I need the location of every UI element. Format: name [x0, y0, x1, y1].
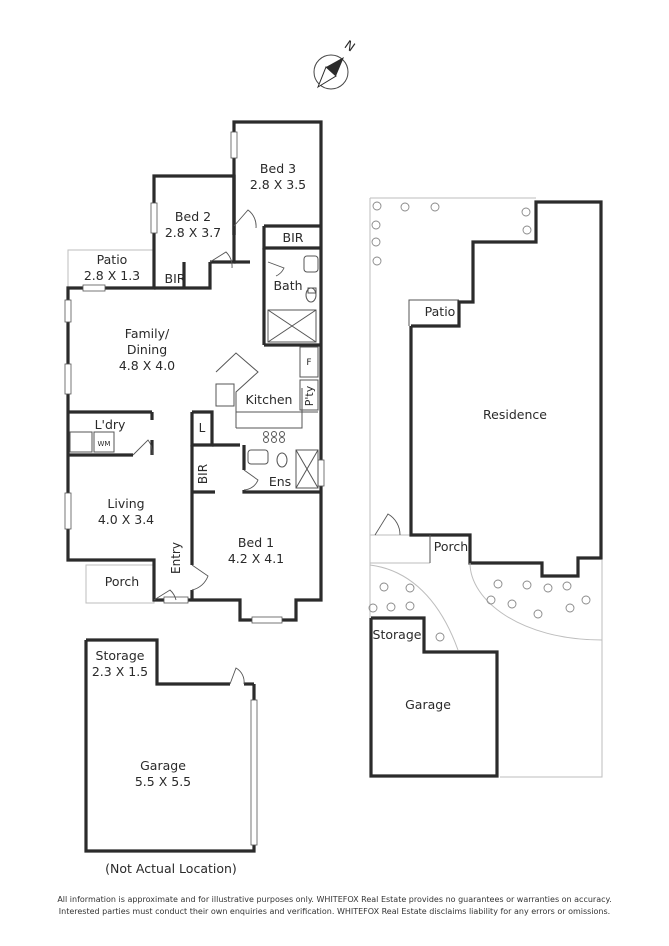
- family-name-2: Dining: [127, 342, 167, 357]
- compass-north-label: N: [342, 37, 358, 55]
- garage-size: 5.5 X 5.5: [135, 774, 191, 789]
- site-residence-label: Residence: [483, 407, 547, 422]
- porch-label: Porch: [105, 574, 139, 589]
- not-actual-location: (Not Actual Location): [105, 861, 237, 876]
- site-patio-label: Patio: [425, 304, 456, 319]
- left-room-labels: Bed 3 2.8 X 3.5 Bed 2 2.8 X 3.7 BIR BIR …: [84, 161, 316, 876]
- site-storage-label: Storage: [373, 627, 422, 642]
- bed3-name: Bed 3: [260, 161, 296, 176]
- storage-size: 2.3 X 1.5: [92, 664, 148, 679]
- pantry-label: P'ty: [303, 385, 316, 406]
- bed1-name: Bed 1: [238, 535, 274, 550]
- site-garage-label: Garage: [405, 697, 451, 712]
- kitchen-label: Kitchen: [246, 392, 293, 407]
- site-porch-label: Porch: [434, 539, 468, 554]
- family-size: 4.8 X 4.0: [119, 358, 175, 373]
- site-plan: [368, 197, 603, 778]
- patio-size: 2.8 X 1.3: [84, 268, 140, 283]
- bir-bed2: BIR: [165, 271, 186, 286]
- disclaimer: All information is approximate and for i…: [0, 894, 669, 918]
- laundry-label: L'dry: [95, 417, 126, 432]
- family-name-1: Family/: [125, 326, 170, 341]
- bir-bed1: BIR: [196, 464, 210, 484]
- bed2-name: Bed 2: [175, 209, 211, 224]
- wm-label: WM: [98, 440, 111, 448]
- fridge-label: F: [306, 358, 311, 368]
- entry-label: Entry: [169, 542, 183, 574]
- disclaimer-line-1: All information is approximate and for i…: [57, 895, 612, 904]
- site-labels: Patio Residence Porch Storage Garage: [373, 304, 548, 712]
- bed1-size: 4.2 X 4.1: [228, 551, 284, 566]
- bir-bed3: BIR: [283, 230, 304, 245]
- ensuite-label: Ens: [269, 474, 291, 489]
- living-size: 4.0 X 3.4: [98, 512, 154, 527]
- bed3-size: 2.8 X 3.5: [250, 177, 306, 192]
- disclaimer-line-2: Interested parties must conduct their ow…: [58, 907, 611, 916]
- linen-label: L: [199, 421, 206, 435]
- living-name: Living: [107, 496, 144, 511]
- bath-label: Bath: [273, 278, 302, 293]
- garage-name: Garage: [140, 758, 186, 773]
- patio-name: Patio: [97, 252, 128, 267]
- bed2-size: 2.8 X 3.7: [165, 225, 221, 240]
- floor-plan-house: [64, 120, 325, 853]
- storage-name: Storage: [96, 648, 145, 663]
- compass-icon: N: [313, 37, 358, 90]
